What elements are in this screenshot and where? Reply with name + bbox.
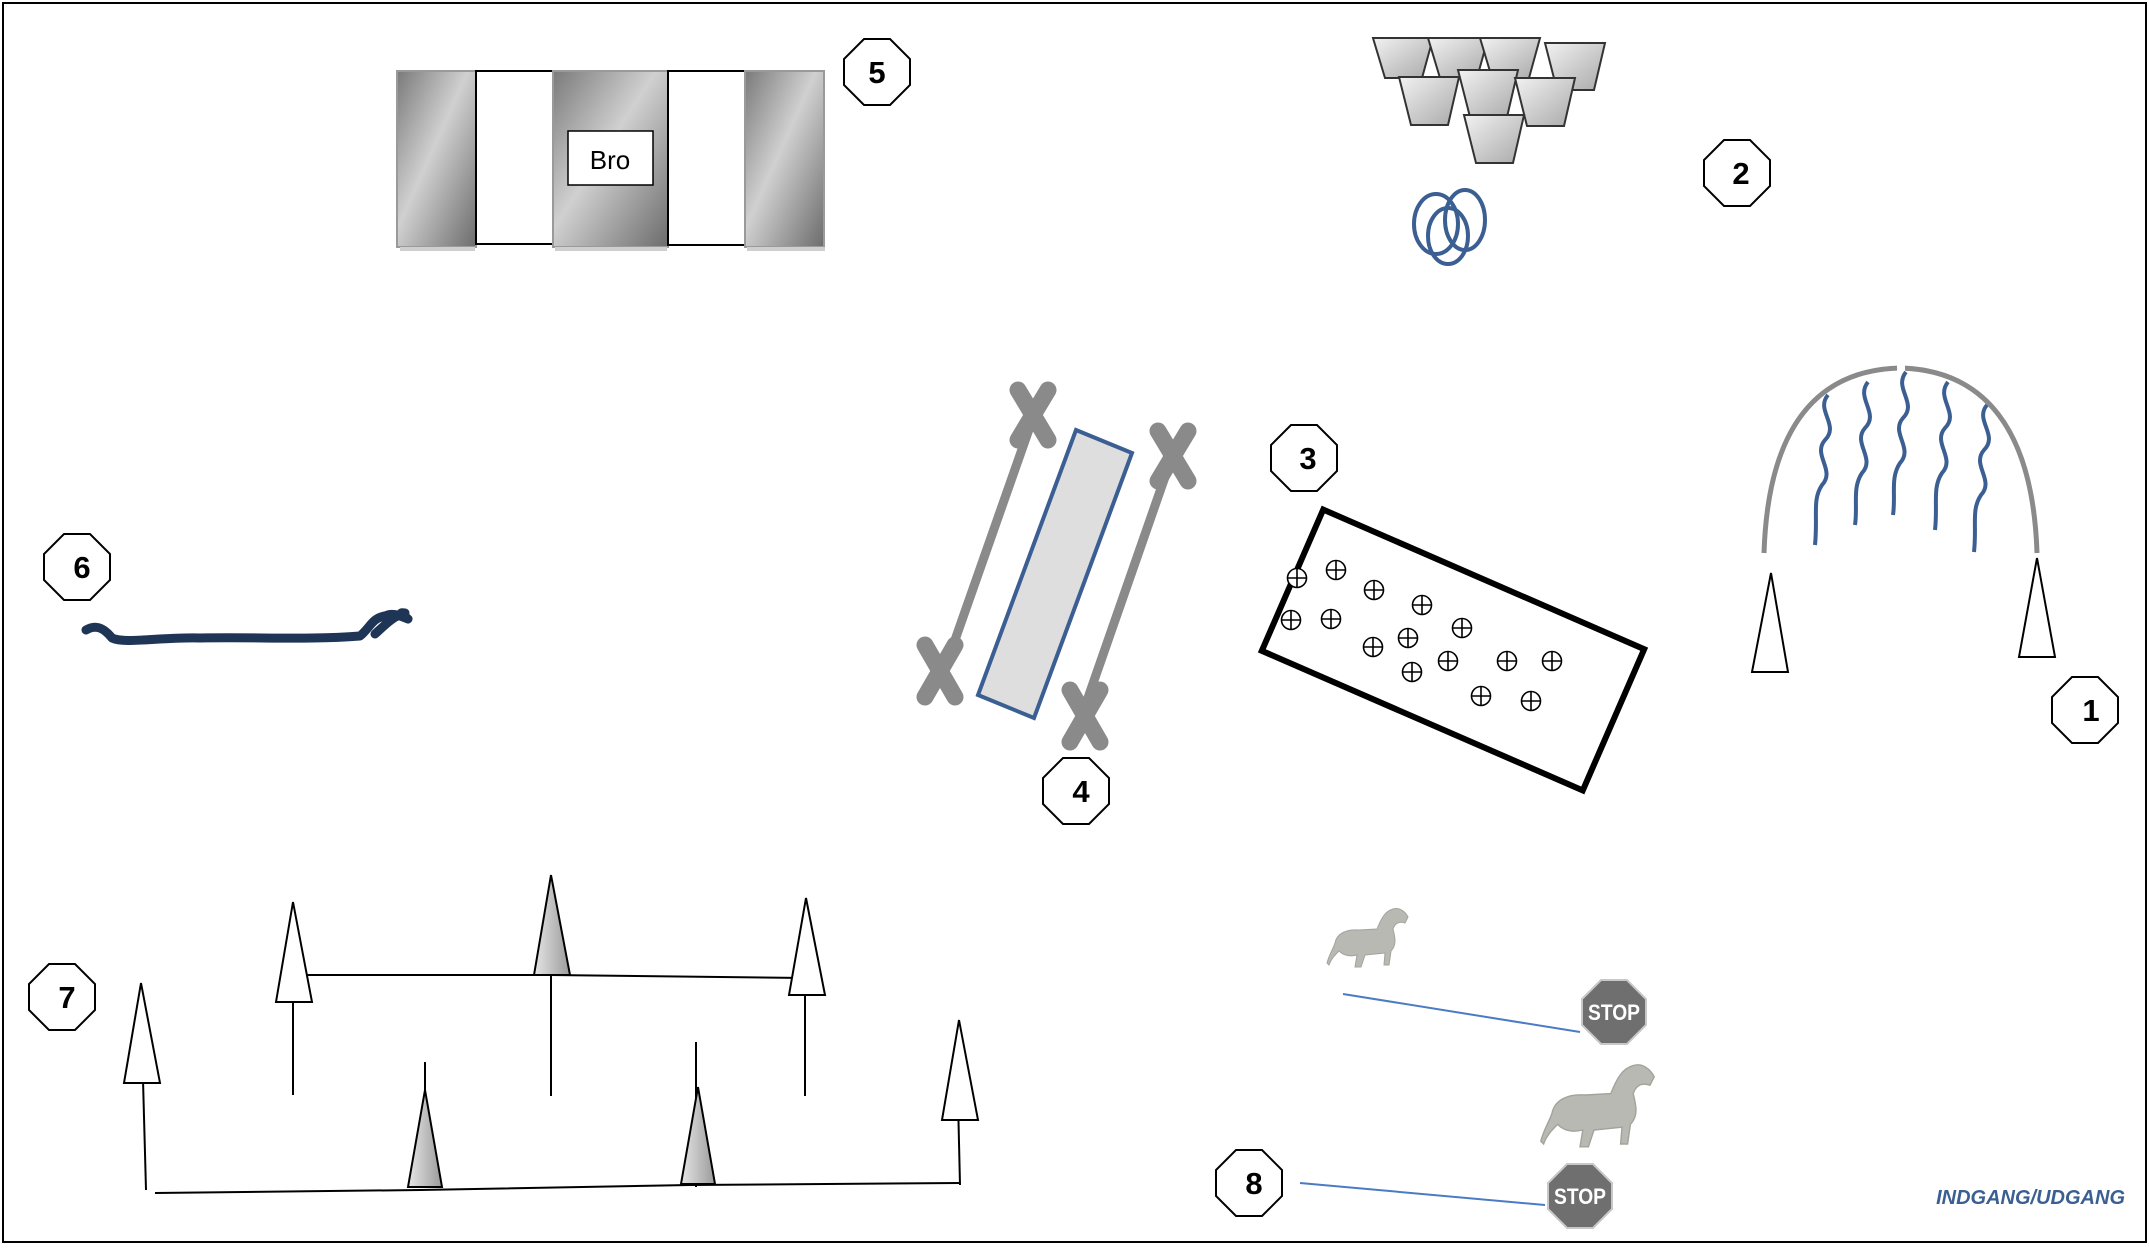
rings [1412, 188, 1487, 266]
station-number: 2 [1732, 156, 1749, 191]
station-number: 5 [868, 55, 885, 90]
station-marker-8: 8 [1215, 1149, 1283, 1217]
curtain-arch-obstacle [1750, 362, 2057, 673]
entrance-label: INDGANG/UDGANG [1936, 1187, 2125, 1209]
bridge-gap [475, 70, 554, 245]
cone [532, 874, 572, 976]
cup [1371, 37, 1435, 79]
bridge-obstacle: Bro [396, 70, 826, 252]
station-number: 6 [73, 550, 90, 585]
horse-icon [1540, 1064, 1655, 1148]
bump-mat-obstacle [1257, 505, 1649, 795]
station-number: 1 [2082, 693, 2099, 728]
bridge-plank [744, 70, 825, 248]
pole-plank-obstacle [916, 381, 1197, 751]
cone [787, 897, 827, 996]
cup [1456, 69, 1520, 118]
cone [940, 1019, 980, 1121]
cone-slalom-obstacle [122, 874, 980, 1194]
cone [1750, 572, 1790, 673]
cup [1462, 114, 1526, 164]
station-marker-1: 1 [2051, 676, 2119, 744]
cup [1513, 77, 1577, 127]
cup [1397, 76, 1461, 126]
cone [679, 1086, 717, 1185]
stop-sign-icon: STOP [1547, 1163, 1613, 1229]
stop-sign-label: STOP [1588, 1000, 1640, 1025]
station-number: 7 [58, 980, 75, 1015]
station-number: 3 [1299, 441, 1316, 476]
station-marker-2: 2 [1703, 139, 1771, 207]
station-marker-7: 7 [28, 963, 96, 1031]
stop-sign-label: STOP [1554, 1184, 1606, 1209]
stop-sign-icon: STOP [1581, 979, 1647, 1045]
station-marker-4: 4 [1042, 757, 1110, 825]
rope-obstacle [81, 608, 413, 645]
cups-obstacle [1371, 37, 1607, 164]
curtain-strands [1813, 370, 1991, 553]
cone [274, 901, 314, 1003]
station-marker-6: 6 [43, 533, 111, 601]
bridge-plank [396, 70, 477, 248]
bridge-label-box [567, 130, 654, 186]
station-number: 8 [1245, 1166, 1262, 1201]
horse-stop-obstacle: STOP STOP [1299, 908, 1655, 1229]
bumps [1280, 559, 1563, 712]
cone [2017, 557, 2057, 658]
bridge-label: Bro [590, 145, 630, 175]
station-marker-5: 5 [843, 38, 911, 106]
station-marker-3: 3 [1270, 424, 1338, 492]
cone [122, 982, 162, 1084]
cone [406, 1089, 444, 1188]
bridge-gap [667, 70, 746, 246]
plank [975, 427, 1135, 721]
horse-icon [1326, 908, 1409, 968]
pole-cross [916, 381, 1197, 751]
station-number: 4 [1072, 774, 1090, 809]
